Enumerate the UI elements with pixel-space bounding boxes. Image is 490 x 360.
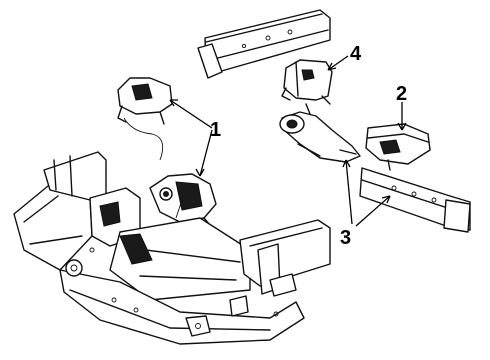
right-crossmember (359, 167, 471, 233)
engine-mount-left-upper (117, 77, 173, 161)
leader-lines (169, 55, 407, 227)
callout-1: 1 (210, 119, 221, 141)
callout-3: 3 (340, 227, 351, 249)
mount-pad-part-2 (365, 123, 431, 171)
callout-2: 2 (396, 83, 407, 105)
lower-bracket-part-3 (279, 103, 361, 163)
upper-crossmember (197, 9, 331, 79)
callout-4: 4 (350, 43, 362, 65)
mount-bracket-part-4 (281, 59, 333, 105)
chassis-frame (13, 151, 331, 345)
